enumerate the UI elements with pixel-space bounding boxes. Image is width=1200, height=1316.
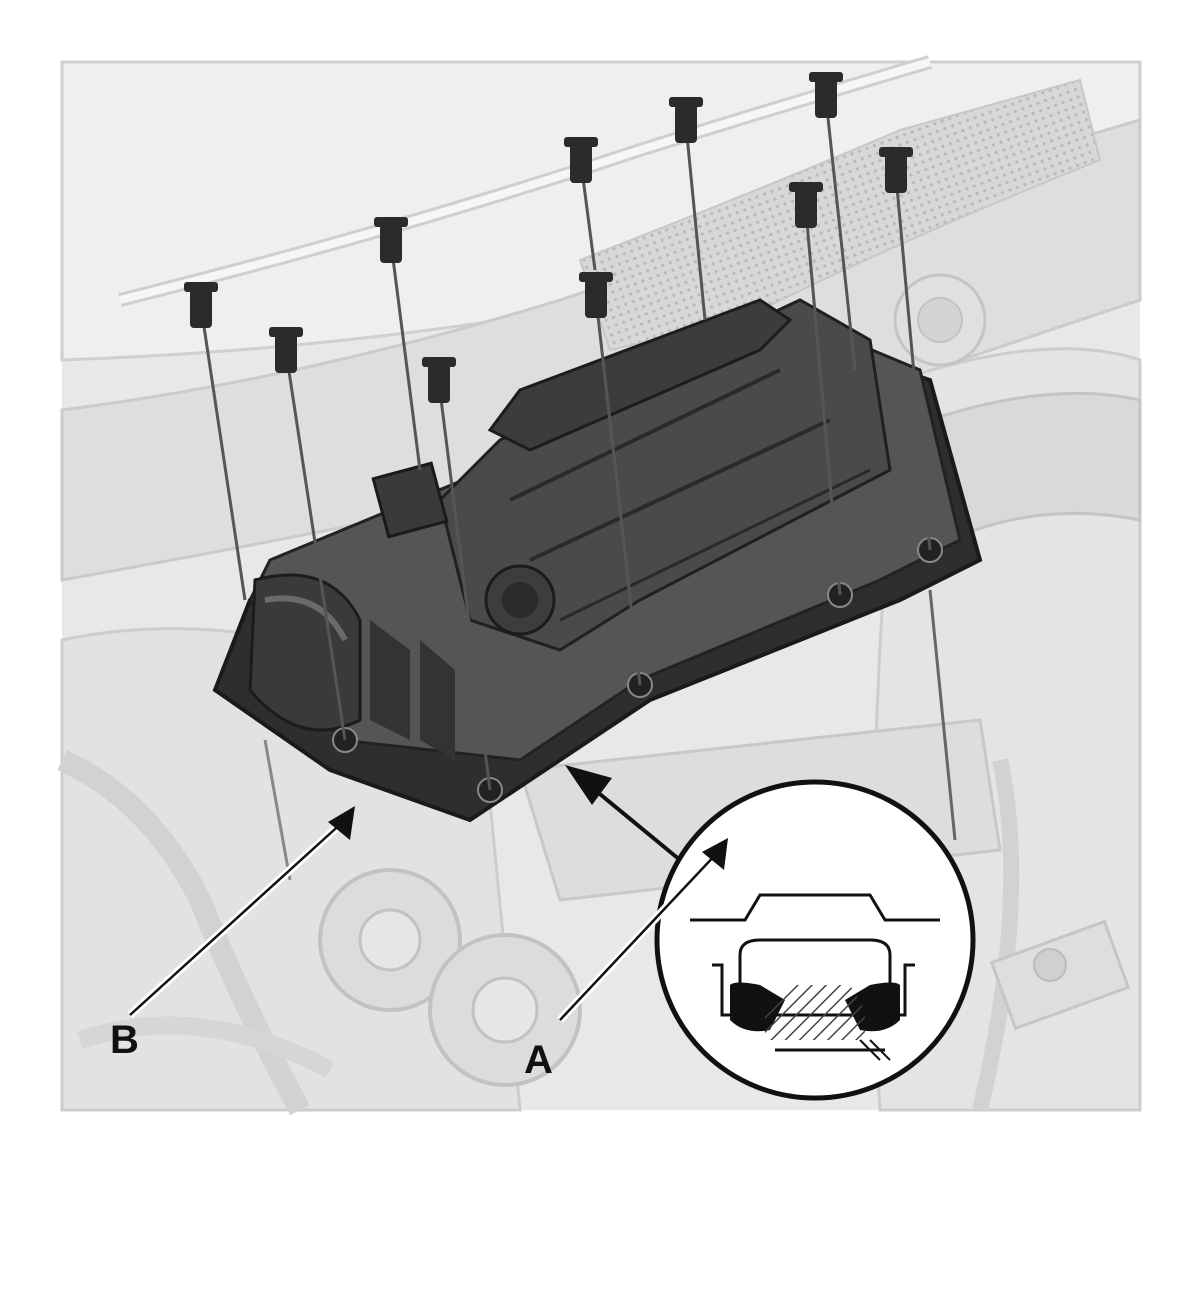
arrowhead-icon — [702, 838, 728, 870]
bolt-icon — [374, 217, 422, 471]
bolt-icon — [669, 97, 707, 321]
bolt-icon — [579, 272, 642, 686]
bolt-icon — [422, 357, 492, 791]
valve-cover — [212, 298, 983, 823]
bolt-guide-line — [263, 739, 292, 881]
leader-line-b — [129, 819, 346, 1016]
detail-pointer-arrow — [593, 788, 682, 862]
arrowhead-icon — [328, 806, 355, 840]
callout-label-b: B — [110, 1018, 139, 1062]
bolt-icon — [184, 282, 247, 601]
arrowhead-icon — [565, 765, 612, 805]
leader-line-a — [559, 851, 719, 1021]
magnified-gasket-detail — [654, 779, 976, 1101]
bolt-icon — [789, 182, 842, 596]
bolt-icon — [269, 327, 347, 741]
bolt-icon — [879, 147, 932, 551]
bolt-guide-line — [928, 589, 957, 841]
bolt-icon — [564, 137, 598, 271]
engine-bay-background — [57, 55, 1142, 1116]
bolts — [184, 72, 957, 881]
arrows — [127, 765, 728, 1023]
bolt-icon — [809, 72, 857, 371]
callout-label-a: A — [524, 1038, 553, 1082]
